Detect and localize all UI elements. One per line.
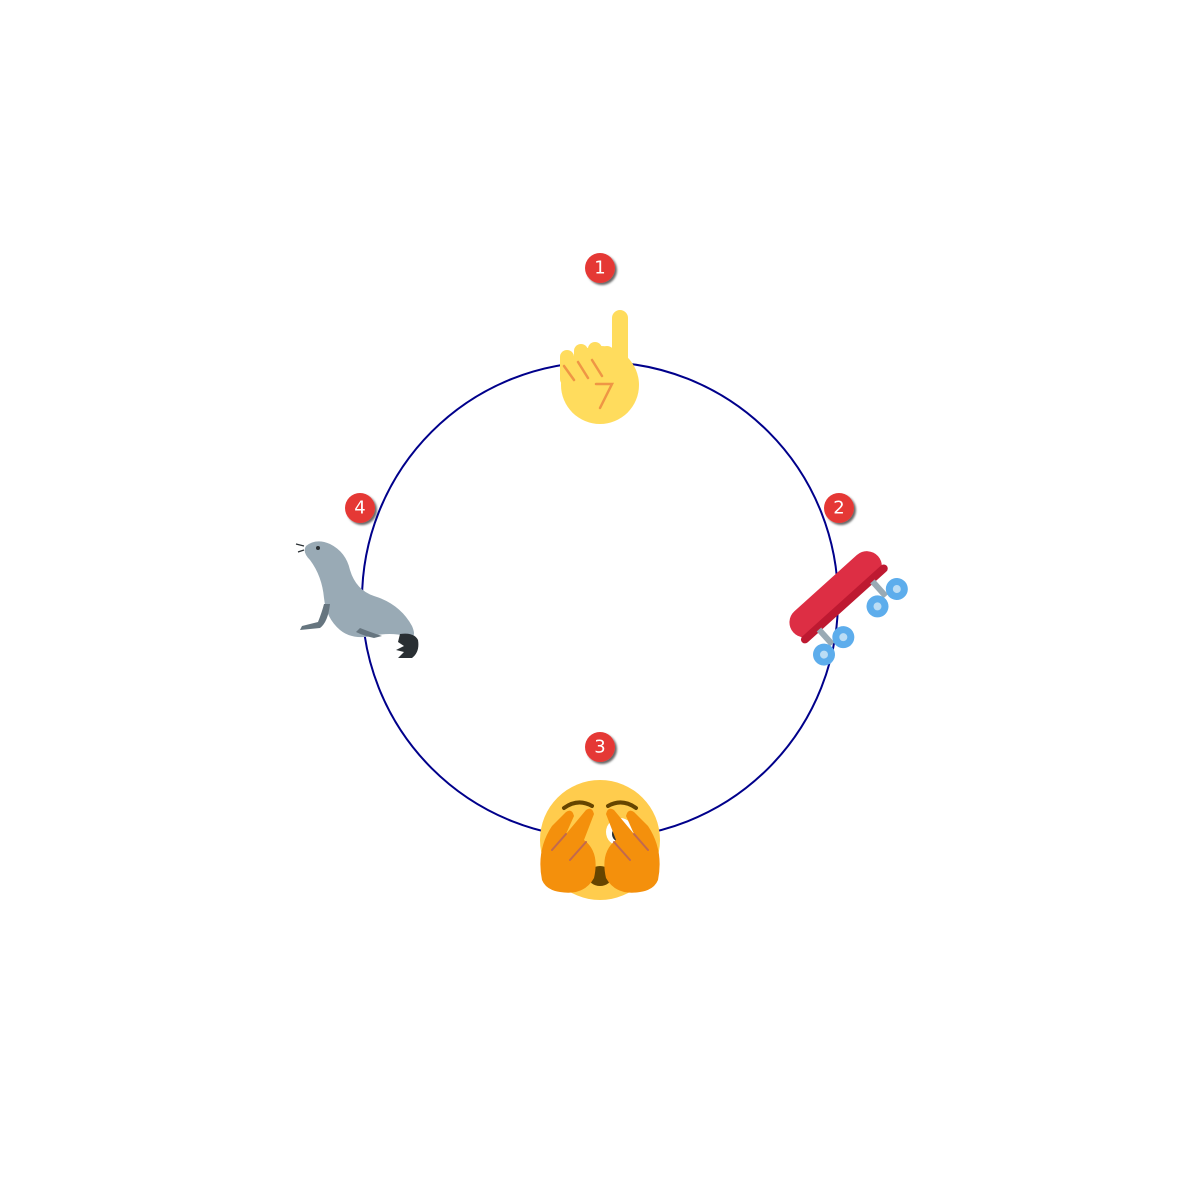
cycle-ring (361, 361, 839, 839)
badge-2-label: 2 (833, 498, 844, 519)
item-4: 4 (295, 493, 419, 658)
badge-3: 3 (585, 732, 615, 762)
badge-4-label: 4 (354, 498, 365, 519)
index-pointing-up-icon (560, 310, 639, 424)
badge-1-label: 1 (594, 258, 605, 279)
face-with-hands-over-eyes-peeking-icon (540, 780, 660, 900)
badge-1: 1 (585, 253, 615, 283)
item-2: 2 (789, 493, 908, 666)
item-3: 3 (540, 732, 660, 900)
badge-4: 4 (345, 493, 375, 523)
item-1: 1 (560, 253, 639, 424)
badge-2: 2 (824, 493, 854, 523)
seal-icon (295, 541, 419, 658)
skateboard-icon (789, 551, 908, 666)
badge-3-label: 3 (594, 737, 605, 758)
